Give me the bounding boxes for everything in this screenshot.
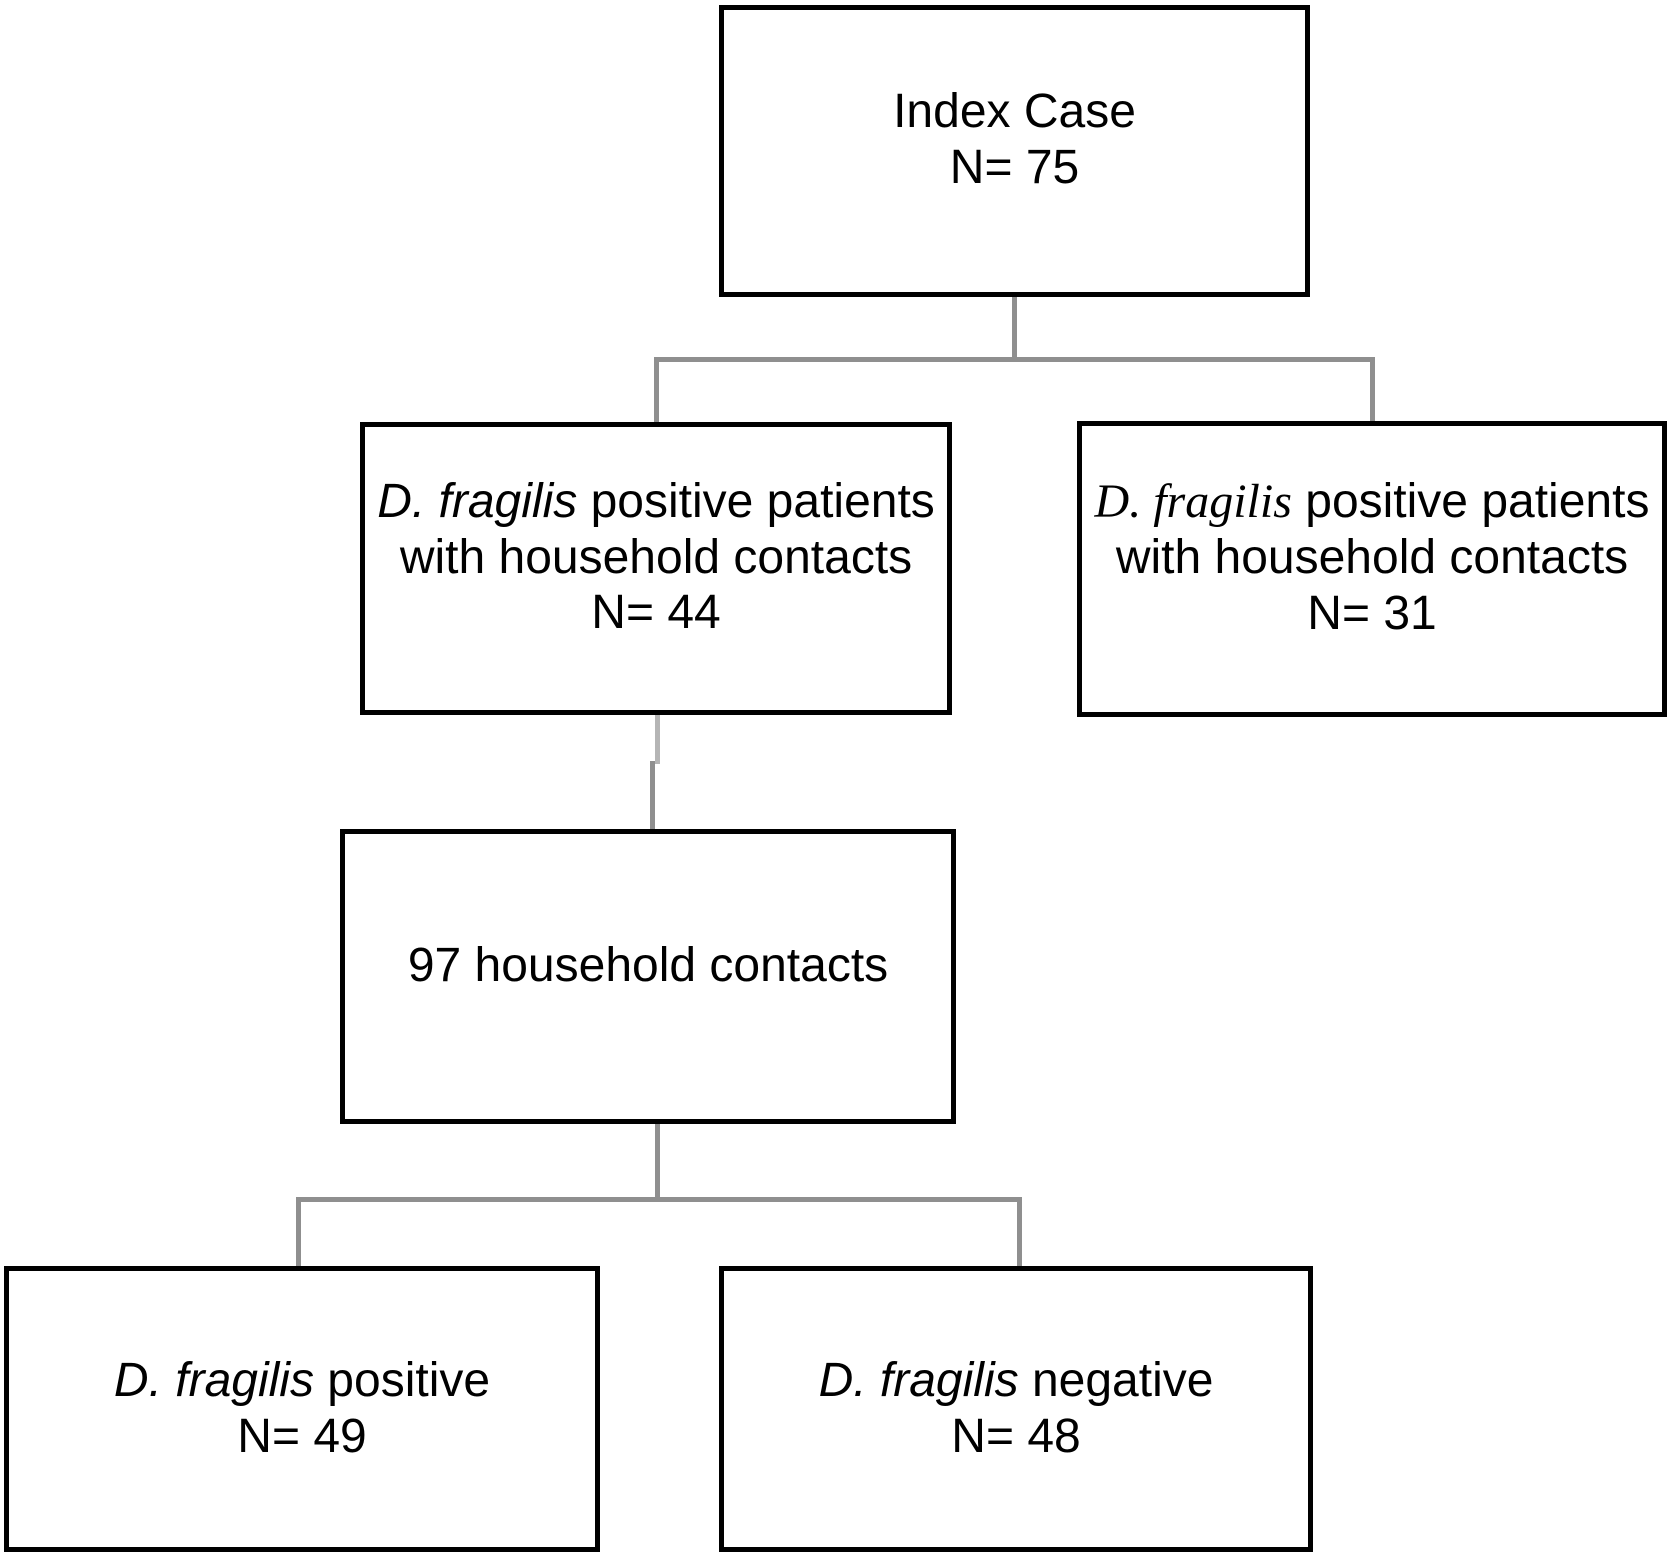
box-line: 97 household contacts — [407, 938, 889, 992]
connector-contacts-stem — [655, 1124, 660, 1200]
box-line-rest: positive patients — [577, 474, 935, 528]
box-line-rest: positive patients — [1291, 475, 1650, 529]
connector-top-split-left-vertical — [654, 357, 659, 422]
species-name: D. fragilis — [818, 1354, 1019, 1408]
box-line-rest: positive — [313, 1354, 491, 1408]
fragilis-positive-box: D. fragilis positive N= 49 — [4, 1266, 600, 1552]
connector-top-split-horizontal — [654, 357, 1375, 362]
box-line-rest: negative — [1018, 1354, 1214, 1408]
connector-midleft-down-upper — [655, 715, 660, 764]
box-line: D. fragilis positive patients — [1095, 474, 1650, 530]
box-line: with household contacts — [1115, 531, 1629, 585]
connector-bottom-split-right-vertical — [1017, 1197, 1022, 1266]
connector-midleft-down-lower — [650, 761, 655, 829]
connector-bottom-split-left-vertical — [296, 1197, 301, 1266]
species-name: D. fragilis — [1094, 475, 1292, 529]
index-case-count: N= 75 — [949, 141, 1080, 194]
box-count: N= 44 — [591, 586, 721, 640]
species-name: D. fragilis — [113, 1354, 314, 1408]
index-case-title: Index Case — [893, 85, 1136, 139]
species-name: D. fragilis — [377, 474, 578, 528]
box-count: N= 48 — [951, 1410, 1081, 1463]
box-line: with household contacts — [399, 530, 913, 584]
box-count: N= 49 — [237, 1410, 367, 1463]
household-contacts-box: 97 household contacts — [340, 829, 956, 1124]
box-line: D. fragilis positive — [114, 1353, 490, 1409]
connector-bottom-split-horizontal — [296, 1197, 1022, 1202]
connector-top-split-right-vertical — [1370, 357, 1375, 421]
box-line: D. fragilis negative — [819, 1353, 1214, 1409]
box-count: N= 31 — [1307, 586, 1437, 640]
box-line: D. fragilis positive patients — [377, 474, 935, 530]
fragilis-negative-box: D. fragilis negative N= 48 — [719, 1266, 1313, 1552]
index-case-box: Index Case N= 75 — [719, 5, 1310, 297]
connector-index-stem — [1012, 297, 1017, 361]
positive-with-contacts-box: D. fragilis positive patients with house… — [360, 422, 952, 715]
positive-with-contacts-box-right: D. fragilis positive patients with house… — [1077, 421, 1667, 717]
